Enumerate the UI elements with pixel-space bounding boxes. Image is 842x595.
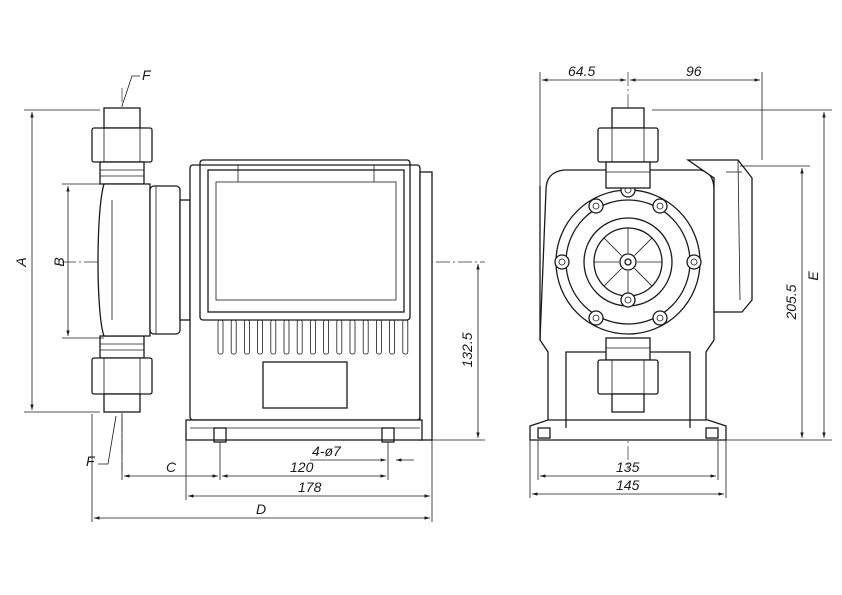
cooling-fins [217,319,409,355]
bolt-core [624,296,632,304]
front-bottom-fitting [597,337,659,413]
bolt-core [558,258,566,266]
pump-head [97,183,191,337]
cooling-fin [336,319,343,355]
cooling-fin [323,319,330,355]
cooling-fin [283,319,290,355]
bolt-core [592,202,600,210]
label-f-top: F [142,67,152,83]
top-fitting [91,107,153,185]
cooling-fin [375,319,382,355]
dim-120: 120 [290,459,314,475]
dim-132-5: 132.5 [459,332,475,367]
dim-d: D [256,501,266,517]
bolt [588,198,604,214]
dim-e: E [805,271,821,281]
cooling-fin [402,319,409,355]
bolt [652,198,668,214]
dim-135: 135 [616,459,640,475]
rotor-spoke [634,237,653,256]
cooling-fin [270,319,277,355]
cooling-fin [230,319,237,355]
bolt [554,254,570,270]
cooling-fin [362,319,369,355]
rotor-spoke [634,268,653,287]
dim-c: C [166,459,177,475]
bottom-fitting [91,335,153,413]
rotor-spoke [603,237,622,256]
dim-145: 145 [616,477,640,493]
cooling-fin [217,319,224,355]
dim-a: A [13,257,29,267]
bolt-core [592,314,600,322]
bolt [652,310,668,326]
cooling-fin [349,319,356,355]
cooling-fin [243,319,250,355]
motor-housing [185,159,433,443]
cooling-fin [296,319,303,355]
cooling-fin [257,319,264,355]
dim-hole: 4-ø7 [312,443,342,459]
side-view: F F A B 132.5 4-ø7 C 120 [13,67,485,522]
front-top-fitting [597,107,659,189]
bolt [588,310,604,326]
dim-178: 178 [298,479,322,495]
dim-96: 96 [686,63,702,79]
bolt [686,254,702,270]
bolt [620,292,636,308]
nameplate [262,361,348,409]
pump-head-front [554,182,702,335]
dim-64-5: 64.5 [568,63,595,79]
cooling-fin [309,319,316,355]
bolt-core [656,202,664,210]
dim-b: B [51,257,67,266]
bolt-core [690,258,698,266]
cooling-fin [389,319,396,355]
rotor-spoke [603,268,622,287]
front-view: 64.5 96 205.5 E 135 145 [529,63,832,498]
bolt-core [656,314,664,322]
label-f-bottom: F [86,453,96,469]
dim-205-5: 205.5 [783,284,799,320]
